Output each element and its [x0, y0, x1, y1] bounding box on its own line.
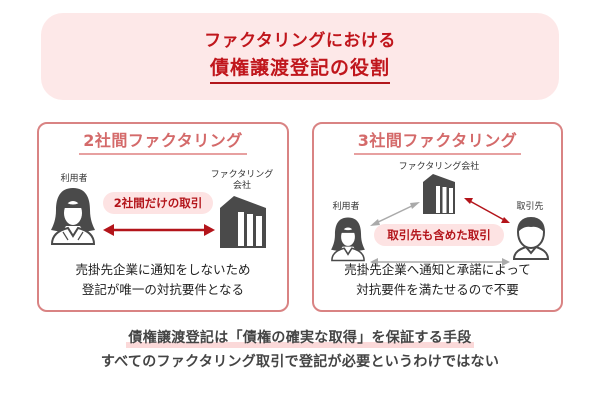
two-party-card: 2社間ファクタリング 利用者 2社間だけの取引 ファクタリング 会社 売掛先企業…	[37, 122, 289, 312]
three-party-description: 売掛先企業へ通知と承諾によって 対抗要件を満たせるので不要	[314, 260, 561, 300]
male-user-icon	[512, 216, 550, 260]
three-party-arrows	[370, 198, 510, 266]
female-user-icon	[331, 217, 365, 262]
user-factoring-arrow	[373, 203, 417, 225]
title-line-1: ファクタリングにおける	[204, 31, 396, 51]
two-party-transaction-pill: 2社間だけの取引	[103, 192, 213, 214]
three-party-title: 3社間ファクタリング	[353, 130, 522, 155]
two-party-description-line2: 登記が唯一の対抗要件となる	[81, 282, 245, 297]
two-party-factoring-label: ファクタリング 会社	[209, 170, 275, 192]
two-party-factoring-label-line2: 会社	[232, 181, 251, 191]
two-party-user-label: 利用者	[60, 174, 88, 184]
three-party-transaction-pill: 取引先も含めた取引	[374, 224, 504, 246]
summary-line-1-wrap: 債権譲渡登記は「債権の確実な取得」を保証する手段	[0, 327, 600, 348]
title-banner: ファクタリングにおける 債権譲渡登記の役割	[41, 13, 559, 100]
three-party-user-label: 利用者	[332, 202, 360, 212]
building-icon	[220, 196, 266, 248]
summary-line-2: すべてのファクタリング取引で登記が必要というわけではない	[100, 354, 500, 370]
summary-line-1: 債権譲渡登記は「債権の確実な取得」を保証する手段	[126, 328, 474, 348]
building-icon	[423, 174, 455, 214]
factoring-counterparty-arrow	[467, 199, 507, 222]
title-line-2: 債権譲渡登記の役割	[209, 55, 390, 84]
three-party-title-wrap: 3社間ファクタリング	[314, 130, 561, 155]
two-party-factoring-label-line1: ファクタリング	[210, 170, 274, 180]
three-party-description-line2: 対抗要件を満たせるので不要	[356, 282, 519, 297]
two-party-title-wrap: 2社間ファクタリング	[39, 130, 287, 155]
female-user-icon	[50, 188, 96, 245]
two-party-title: 2社間ファクタリング	[79, 130, 247, 155]
three-party-card: 3社間ファクタリング ファクタリング会社 利用者 取引先	[312, 122, 563, 312]
two-party-description-line1: 売掛先企業に通知をしないため	[75, 262, 251, 277]
two-party-description: 売掛先企業に通知をしないため 登記が唯一の対抗要件となる	[39, 260, 287, 300]
double-arrow-icon	[103, 224, 215, 236]
three-party-counterparty-label: 取引先	[516, 202, 544, 212]
three-party-factoring-label: ファクタリング会社	[398, 162, 480, 172]
three-party-description-line1: 売掛先企業へ通知と承諾によって	[344, 262, 531, 277]
